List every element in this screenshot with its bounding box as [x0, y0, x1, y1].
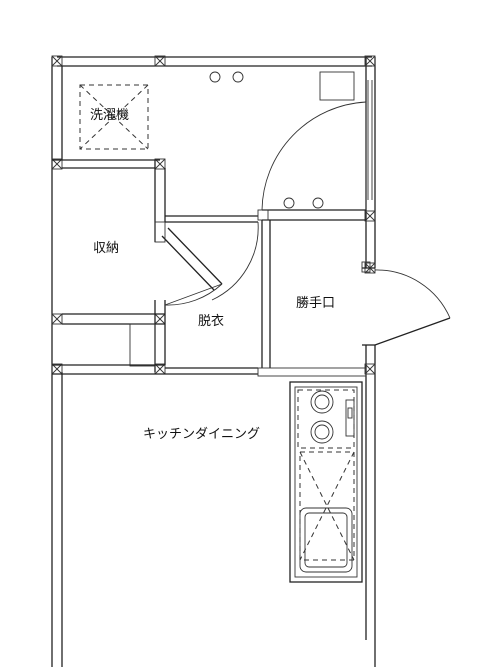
- exterior-walls: [51, 56, 376, 667]
- room-label-washer: 洗濯機: [90, 108, 129, 123]
- doors: [161, 71, 451, 346]
- kitchen-counter: [289, 381, 363, 583]
- fixtures: [79, 71, 363, 583]
- room-label-storage: 収納: [93, 241, 119, 256]
- room-label-service-entrance: 勝手口: [296, 296, 335, 311]
- interior-walls: [52, 159, 375, 377]
- room-label-kitchen-dining: キッチンダイニング: [143, 427, 260, 442]
- washer-outline: [79, 84, 149, 150]
- room-label-dressing: 脱衣: [198, 313, 224, 329]
